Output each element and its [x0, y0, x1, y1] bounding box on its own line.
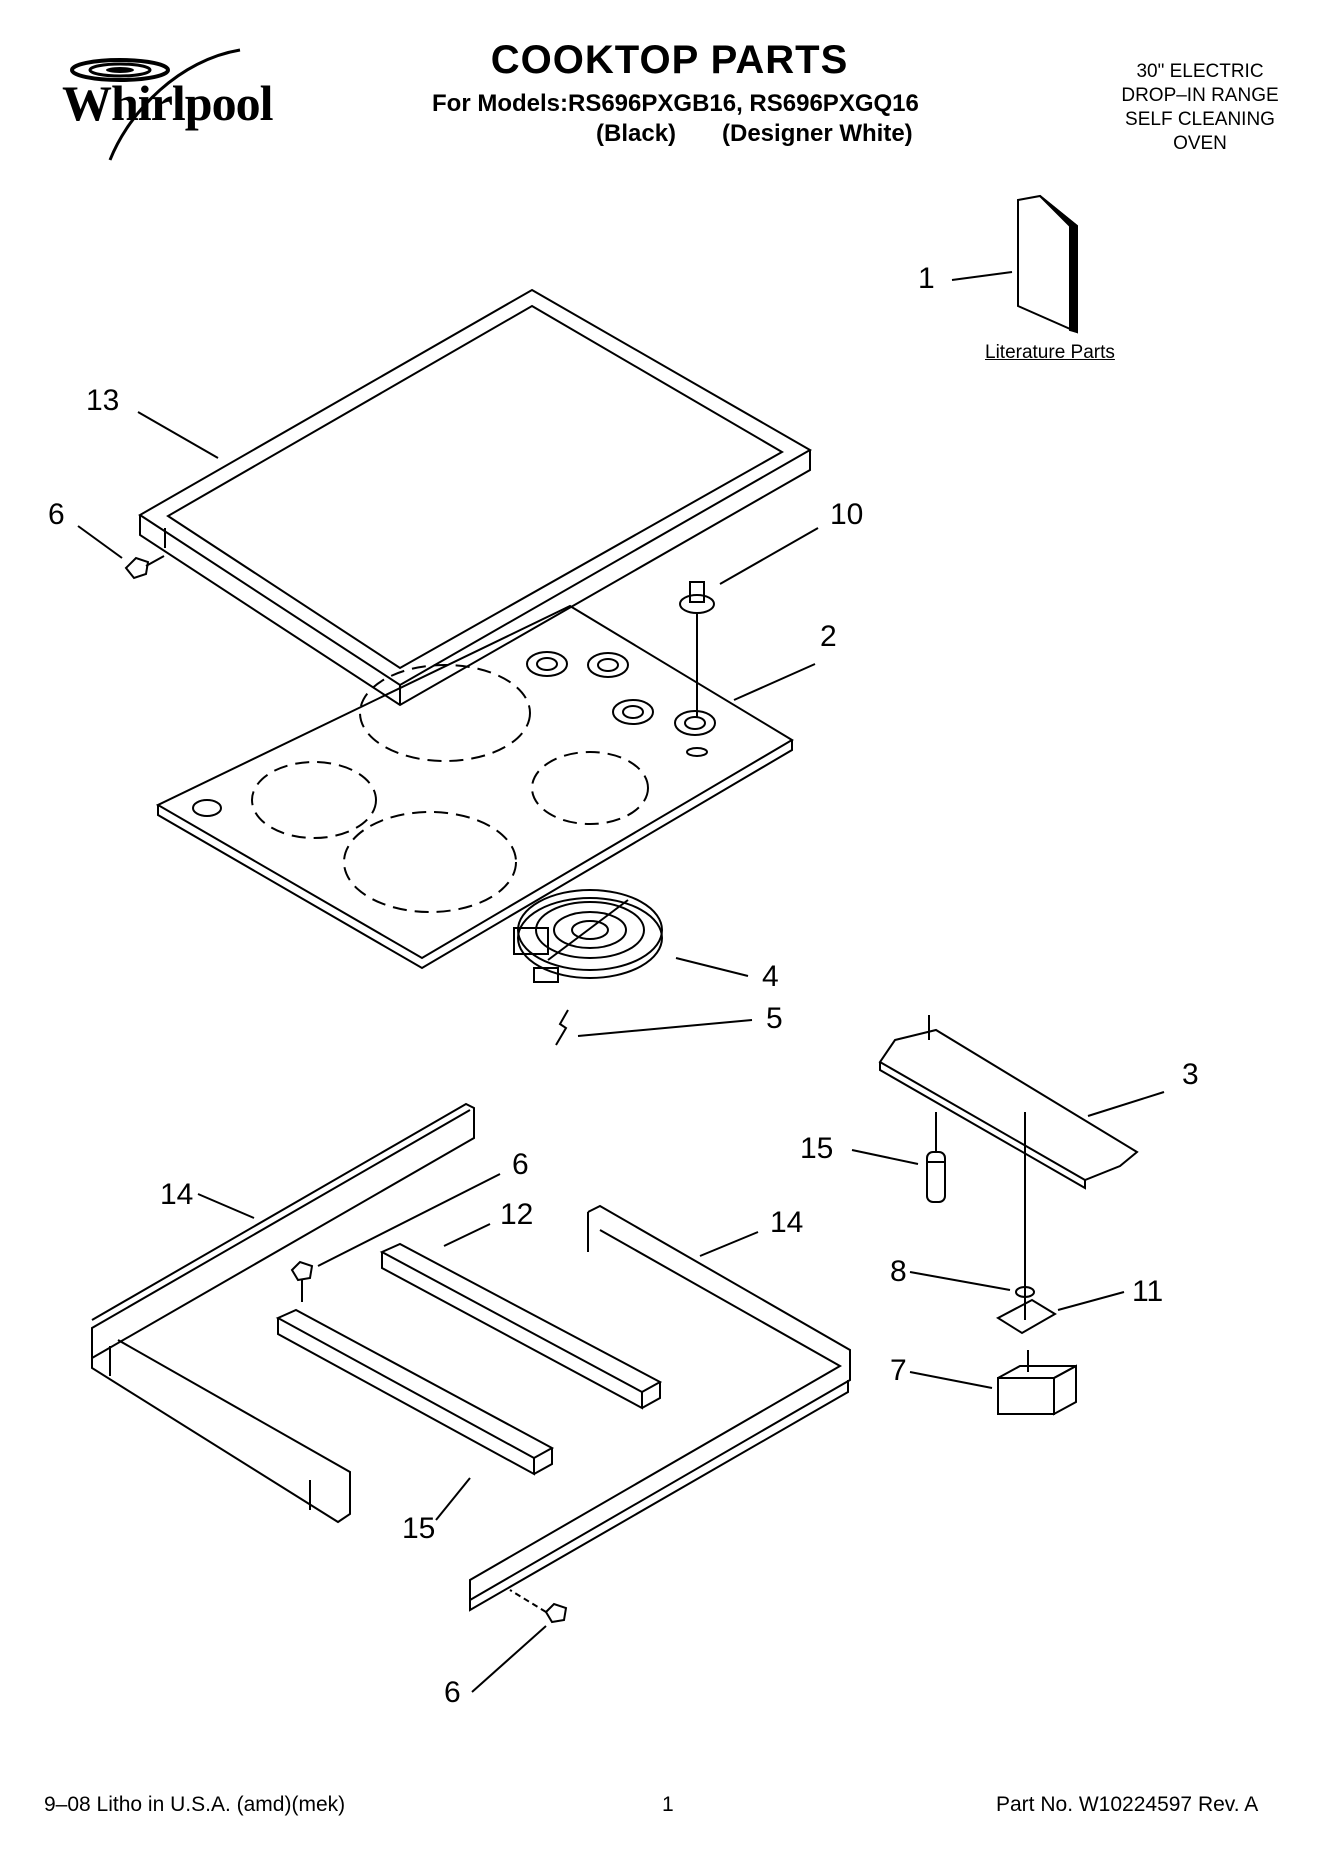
rear-brace: [275, 1308, 555, 1476]
callout-3: 3: [1182, 1058, 1199, 1091]
glass-cooktop: [155, 604, 794, 970]
right-side-rail: [469, 1204, 851, 1612]
callout-13: 13: [86, 384, 120, 417]
infinite-switch: [997, 1350, 1077, 1416]
callout-10: 10: [830, 498, 864, 531]
callout-2: 2: [820, 620, 837, 653]
callout-11: 11: [1132, 1275, 1164, 1308]
callout-14: 14: [160, 1178, 194, 1211]
callout-7: 7: [890, 1354, 907, 1387]
screw: [290, 1260, 314, 1302]
literature-parts-label: Literature Parts: [985, 342, 1115, 363]
mounting-plate: [995, 1298, 1057, 1335]
literature-booklet: [1017, 194, 1078, 334]
spec-line: 30" ELECTRIC: [1136, 61, 1264, 82]
models-line: For Models:RS696PXGB16, RS696PXGQ16: [432, 90, 919, 117]
element-clip: [555, 1009, 569, 1046]
callout-15: 15: [402, 1512, 436, 1545]
washer: [1015, 1286, 1035, 1298]
callout-4: 4: [762, 960, 779, 993]
product-spec: 30" ELECTRIC DROP–IN RANGE SELF CLEANING…: [1080, 60, 1320, 156]
variant-black: (Black): [596, 120, 677, 147]
radiant-surface-element: [513, 889, 663, 983]
spacer-post: [926, 1112, 946, 1203]
callout-15: 15: [800, 1132, 834, 1165]
callout-12: 12: [500, 1198, 534, 1231]
spec-line: DROP–IN RANGE: [1121, 85, 1279, 106]
whirlpool-logo-swirl: [70, 48, 241, 161]
callout-6: 6: [444, 1676, 461, 1709]
callout-6: 6: [48, 498, 65, 531]
screw: [124, 555, 165, 580]
left-side-rail: [91, 1102, 475, 1524]
callout-14: 14: [770, 1206, 804, 1239]
footer-litho: 9–08 Litho in U.S.A. (amd)(mek): [44, 1793, 346, 1816]
screw: [509, 1589, 568, 1624]
callout-6: 6: [512, 1148, 529, 1181]
page-number: 1: [662, 1793, 674, 1816]
brand-logo-text: Whirlpool: [62, 75, 273, 131]
spec-line: SELF CLEANING: [1125, 109, 1275, 130]
callout-8: 8: [890, 1255, 907, 1288]
callout-5: 5: [766, 1002, 783, 1035]
page-title: COOKTOP PARTS: [490, 38, 849, 82]
leader-lines: [77, 271, 1165, 1693]
part-number: Part No. W10224597 Rev. A: [996, 1793, 1259, 1816]
callout-1: 1: [918, 262, 935, 295]
cooktop-frame: [138, 288, 813, 707]
control-knob: [679, 581, 715, 718]
front-brace: [379, 1242, 663, 1410]
variant-white: (Designer White): [722, 120, 913, 147]
spec-line: OVEN: [1173, 133, 1227, 154]
